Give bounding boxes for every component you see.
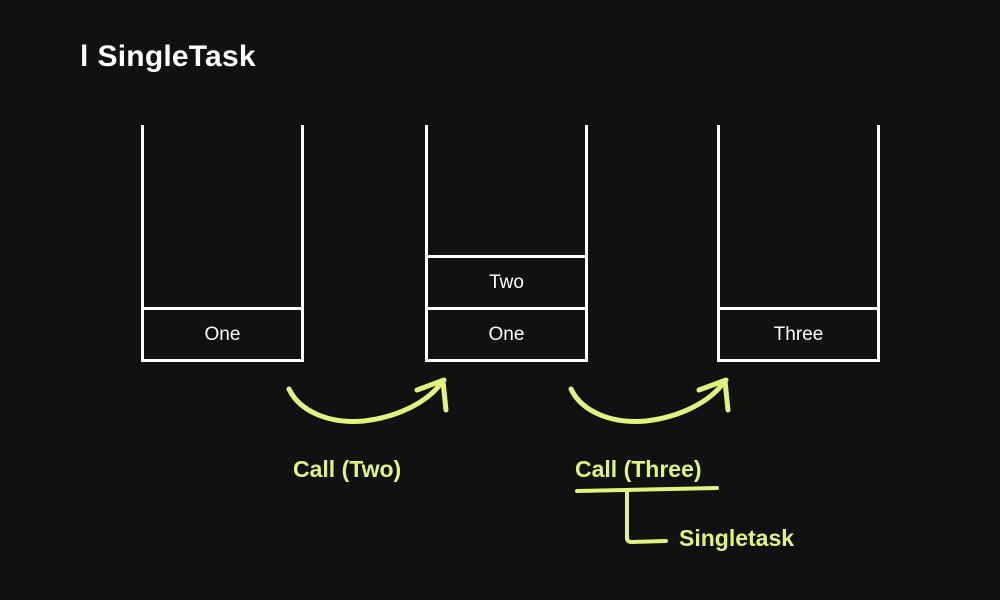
stack-cell: One	[144, 307, 301, 359]
stack-after-call-three: Three	[717, 125, 880, 362]
stack-after-call-two: Two One	[425, 125, 588, 362]
title-bullet-icon: l	[80, 40, 89, 73]
arrow-label-call-three: Call (Three)	[575, 456, 702, 482]
stack-empty-space	[428, 125, 585, 255]
callout-label-singletask: Singletask	[679, 525, 795, 551]
stack-cell: One	[428, 307, 585, 359]
stack-cell: Two	[428, 255, 585, 307]
stack-empty-space	[720, 125, 877, 307]
arrow-label-call-two: Call (Two)	[293, 456, 402, 482]
stack-cell: Three	[720, 307, 877, 359]
title-text: SingleTask	[97, 40, 256, 73]
stack-empty-space	[144, 125, 301, 307]
arrow-call-three-icon	[568, 377, 731, 424]
arrow-call-two-icon	[286, 377, 449, 424]
stack-before-call-two: One	[141, 125, 304, 362]
page-title: l SingleTask	[80, 40, 256, 74]
